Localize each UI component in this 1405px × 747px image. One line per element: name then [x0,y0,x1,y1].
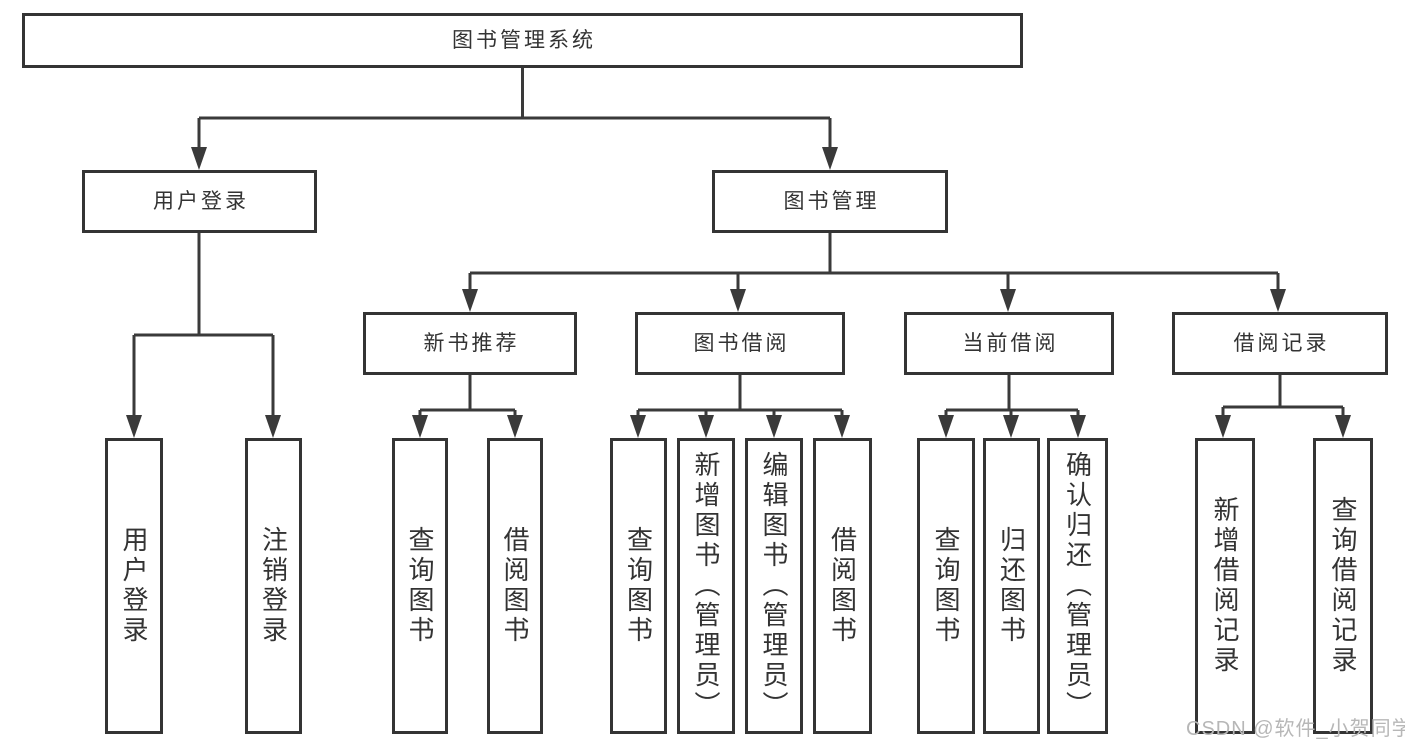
node-label: 图书管理 [783,190,880,213]
node-label: 查询图书 [405,526,435,646]
node-label: 借阅记录 [1233,332,1330,355]
connector [132,68,1345,420]
node-book-management: 图书管理 [712,170,948,233]
node-root: 图书管理系统 [22,13,1023,68]
leaf-confirm-return-admin: 确认归还（管理员） [1047,438,1108,734]
leaf-return-book: 归还图书 [983,438,1040,734]
node-label: 编辑图书（管理员） [759,451,789,721]
leaf-add-book-admin: 新增图书（管理员） [677,438,735,734]
node-label: 新书推荐 [423,332,520,355]
leaf-add-borrow-record: 新增借阅记录 [1195,438,1255,734]
leaf-query-book-recommend: 查询图书 [392,438,448,734]
node-label: 借阅图书 [827,526,858,646]
node-label: 归还图书 [996,526,1027,646]
node-user-login: 用户登录 [82,170,317,233]
node-label: 图书管理系统 [452,29,596,52]
watermark: CSDN @软件_小贺同学 [1186,718,1405,740]
leaf-borrow-book-recommend: 借阅图书 [487,438,543,734]
node-label: 用户登录 [153,190,249,213]
node-label: 注销登录 [258,526,289,646]
node-label: 用户登录 [119,526,149,646]
node-label: 新增图书（管理员） [691,451,721,721]
node-borrow-record: 借阅记录 [1172,312,1388,375]
node-book-borrow: 图书借阅 [635,312,845,375]
node-label: 查询图书 [623,526,654,646]
leaf-borrow-book: 借阅图书 [813,438,872,734]
leaf-query-borrow-record: 查询借阅记录 [1313,438,1373,734]
node-current-borrow: 当前借阅 [904,312,1114,375]
node-new-book-recommend: 新书推荐 [363,312,577,375]
leaf-query-book-borrow: 查询图书 [610,438,667,734]
node-label: 查询图书 [931,526,961,646]
node-label: 图书借阅 [693,332,790,355]
leaf-query-book-current: 查询图书 [917,438,975,734]
node-label: 查询借阅记录 [1328,496,1358,676]
arrowhead [126,147,1351,438]
leaf-user-login: 用户登录 [105,438,163,734]
node-label: 新增借阅记录 [1210,496,1240,676]
node-label: 借阅图书 [500,526,530,646]
node-label: 确认归还（管理员） [1062,451,1093,721]
leaf-edit-book-admin: 编辑图书（管理员） [745,438,803,734]
node-label: 当前借阅 [962,332,1059,355]
leaf-logout: 注销登录 [245,438,302,734]
